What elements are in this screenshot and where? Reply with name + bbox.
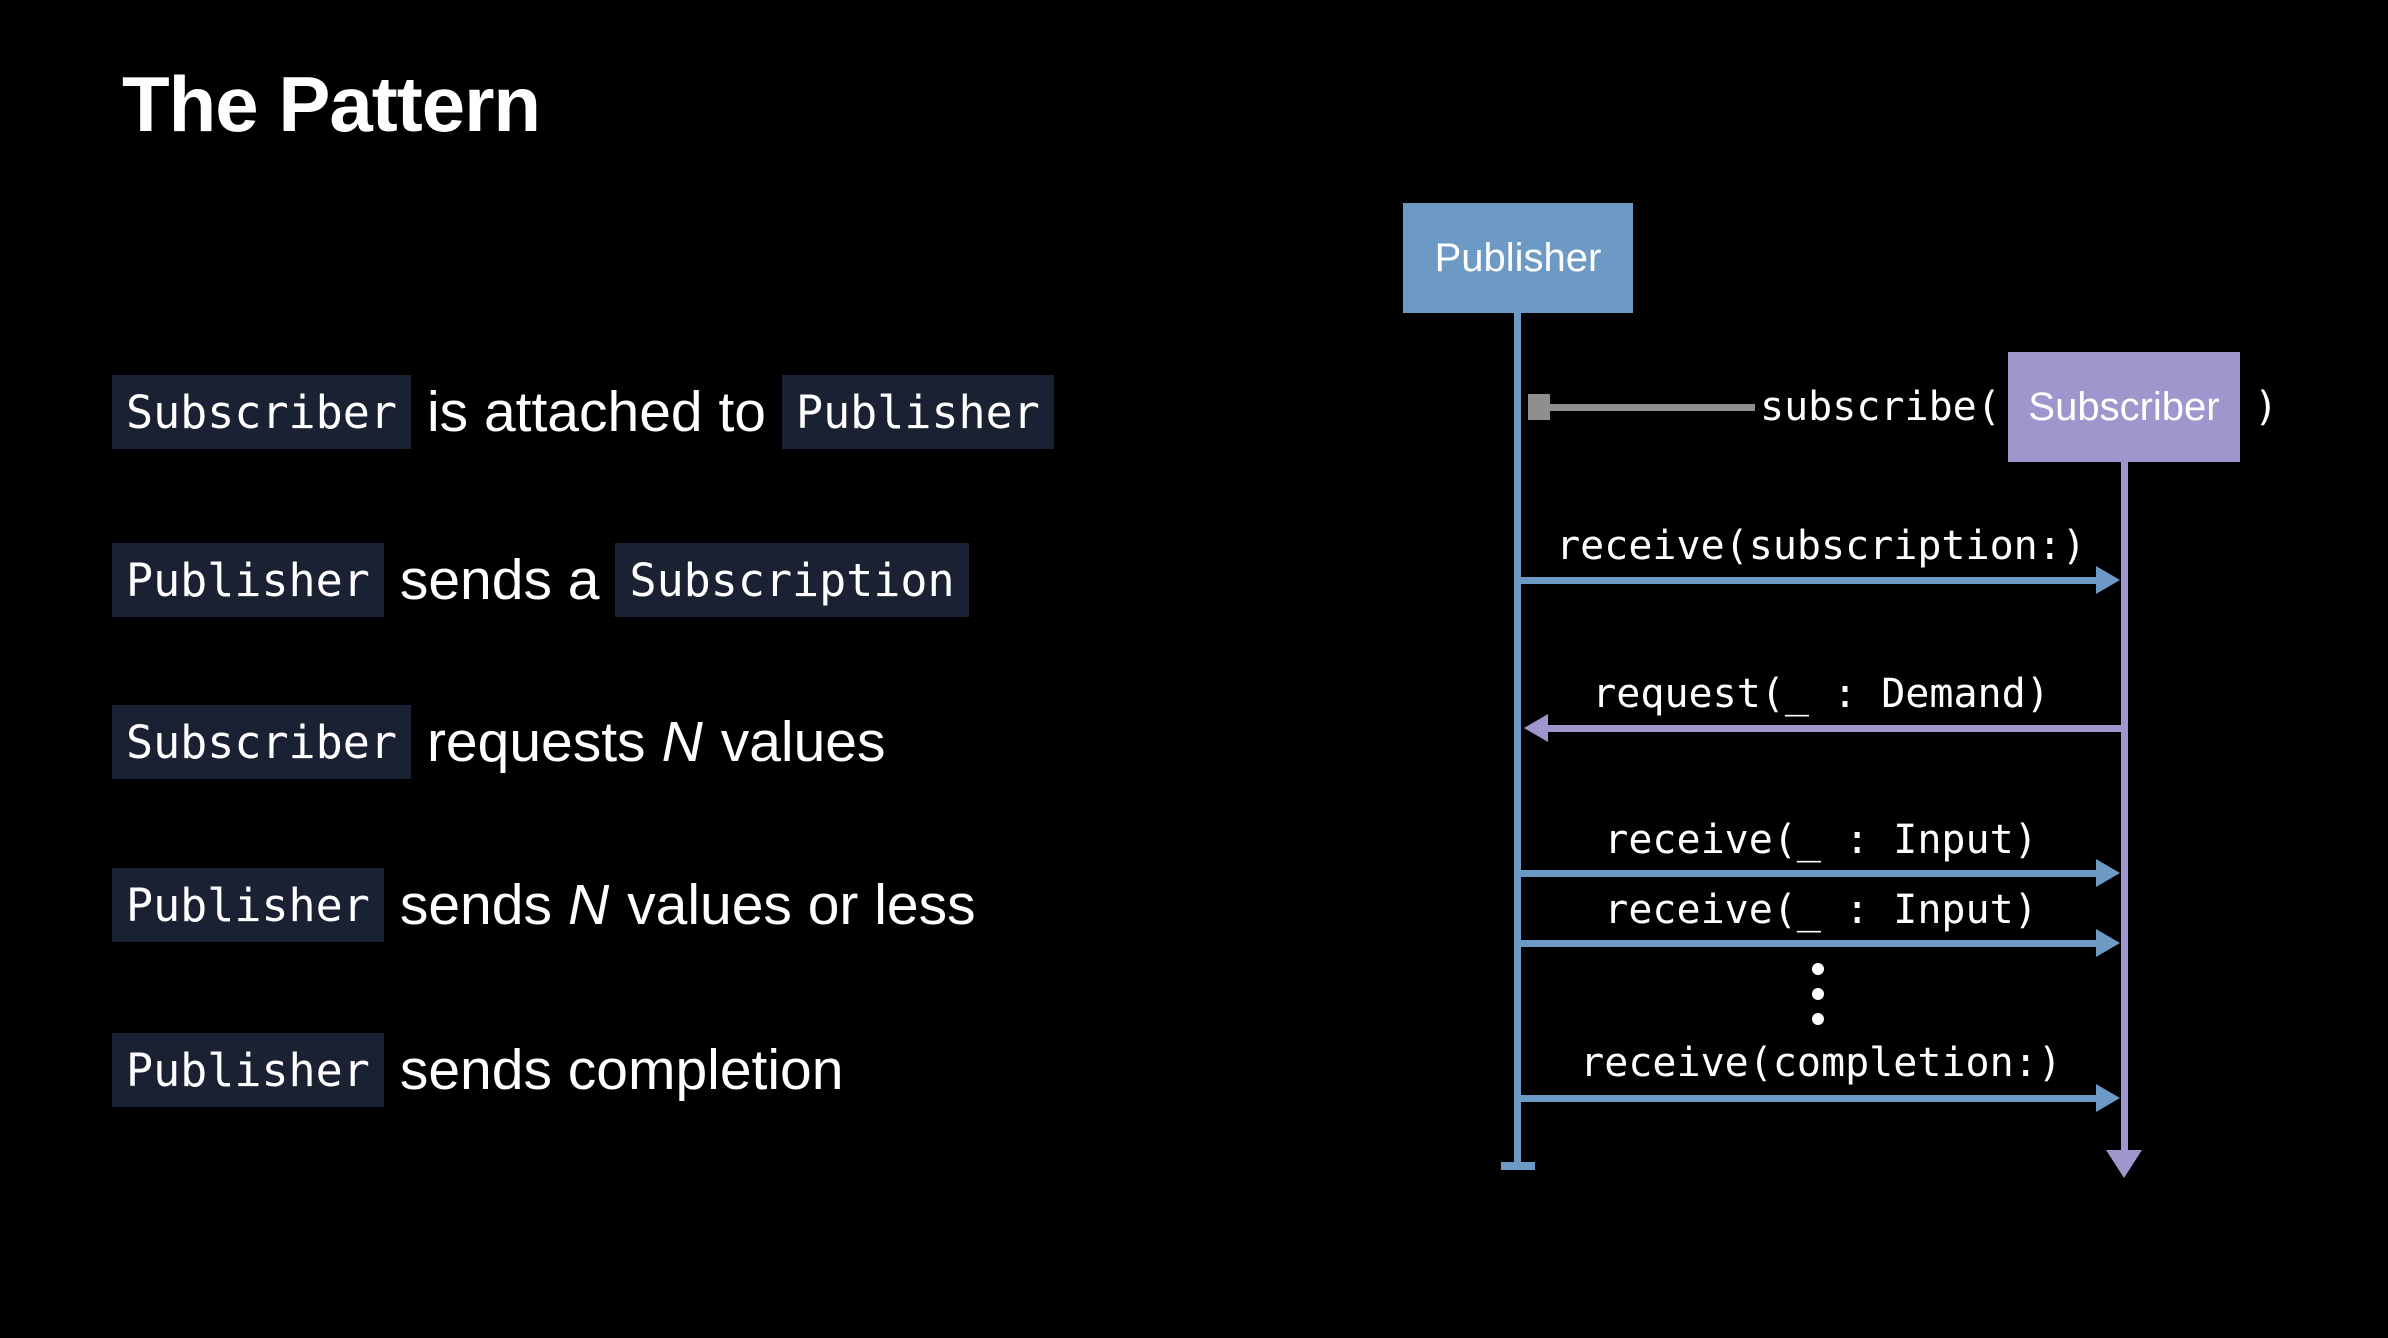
message-arrowhead-icon [2096,566,2120,594]
subscribe-call-prefix: subscribe( [1760,384,2001,430]
message-arrow-shaft [1518,870,2096,877]
bullet-text: requests [426,710,646,774]
publisher-actor-label: Publisher [1434,235,1602,280]
bullet-publisher-sends-subscription: Publisher sends a Subscription [112,543,969,617]
bullet-publisher-sends-completion: Publisher sends completion [112,1033,843,1107]
code-chip: Subscriber [112,375,411,449]
bullet-text-italic-n: N [567,873,610,937]
bullet-publisher-sends-values: Publisher sends N values or less [112,868,976,942]
subscriber-actor-box: Subscriber [2008,352,2240,462]
code-chip: Subscriber [112,705,411,779]
subscribe-arrow-shaft [1550,404,1755,411]
message-arrowhead-icon [2096,929,2120,957]
vertical-ellipsis-icon [1812,963,1824,975]
message-label-receive-input-2: receive(_ : Input) [1604,887,2038,933]
bullet-subscriber-requests: Subscriber requests N values [112,705,886,779]
publisher-lifeline-terminator [1501,1162,1535,1170]
publisher-actor-box: Publisher [1403,203,1633,313]
code-chip: Publisher [112,543,384,617]
publisher-lifeline [1514,313,1521,1162]
subscribe-call-suffix: ) [2254,384,2279,430]
message-arrowhead-icon [2096,859,2120,887]
bullet-text: sends [399,873,552,937]
subscribe-arrowhead-icon [1528,394,1550,420]
bullet-text: is attached to [426,380,766,444]
bullet-text: sends a [399,548,600,612]
message-label-receive-completion: receive(completion:) [1580,1040,2062,1086]
message-label-request-demand: request(_ : Demand) [1592,671,2050,717]
message-arrow-shaft [1518,940,2096,947]
bullet-text-italic-n: N [661,710,703,774]
message-label-receive-input-1: receive(_ : Input) [1604,817,2038,863]
message-arrowhead-icon [2096,1084,2120,1112]
message-arrow-shaft [1518,577,2096,584]
slide-title: The Pattern [122,60,541,148]
code-chip: Publisher [782,375,1054,449]
bullet-text: values [720,710,886,774]
bullet-subscriber-attached: Subscriber is attached to Publisher [112,375,1054,449]
message-label-receive-subscription: receive(subscription:) [1556,523,2086,569]
subscriber-lifeline [2121,462,2128,1150]
code-chip: Publisher [112,868,384,942]
subscriber-actor-label: Subscriber [2028,384,2220,429]
code-chip: Subscription [615,543,969,617]
message-arrowhead-icon [1524,714,1548,742]
subscriber-lifeline-arrowhead-icon [2106,1150,2142,1178]
message-arrow-shaft [1518,1095,2096,1102]
vertical-ellipsis-icon [1812,988,1824,1000]
message-arrow-shaft [1548,725,2124,732]
code-chip: Publisher [112,1033,384,1107]
bullet-text: values or less [627,873,976,937]
bullet-text: sends completion [399,1038,844,1102]
vertical-ellipsis-icon [1812,1013,1824,1025]
